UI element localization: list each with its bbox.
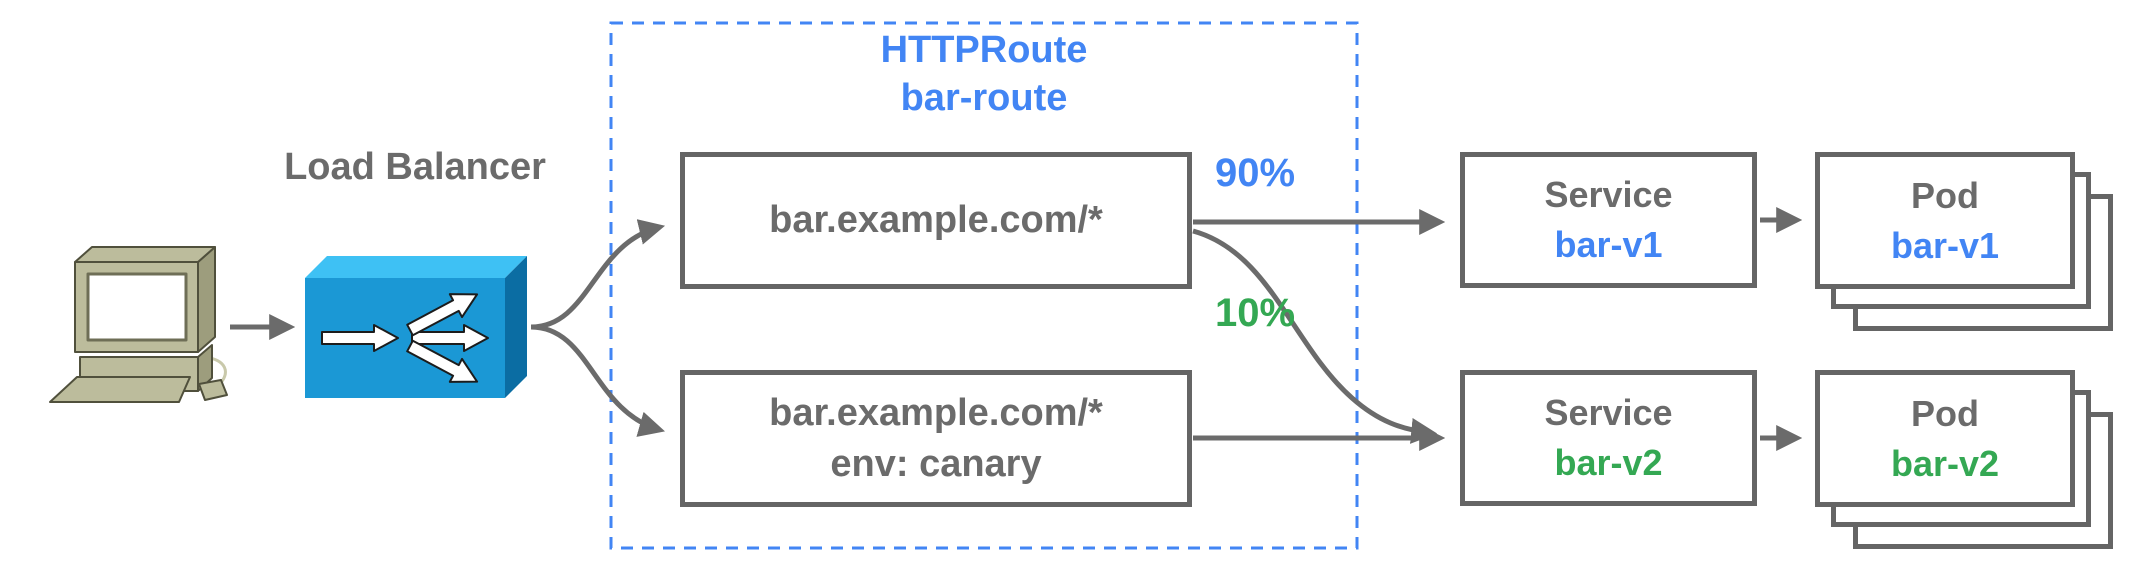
arrow-lb-to-route-2 <box>530 324 666 437</box>
httproute-title-kind: HTTPRoute <box>880 29 1088 71</box>
service-2-name: bar-v2 <box>1554 442 1663 483</box>
service-1-name: bar-v1 <box>1554 224 1663 265</box>
pod-2-name: bar-v2 <box>1890 442 2000 484</box>
pod-2-kind: Pod <box>1911 392 1979 434</box>
service-box-bar-v2: Service bar-v2 <box>1460 370 1757 506</box>
load-balancer-label: Load Balancer <box>284 146 546 188</box>
pod-1-name: bar-v1 <box>1890 224 2000 266</box>
weight-label-90: 90% <box>1214 151 1296 195</box>
pod-1-kind: Pod <box>1911 174 1979 216</box>
service-2-kind: Service <box>1544 392 1673 433</box>
route-match-2-header: env: canary <box>830 442 1042 485</box>
weight-label-10: 10% <box>1214 291 1296 335</box>
service-box-bar-v1: Service bar-v1 <box>1460 152 1757 288</box>
arrow-route1-to-service2-weighted <box>1192 228 1438 444</box>
pod-card-bar-v2: Pod bar-v2 <box>1815 370 2075 507</box>
client-computer-icon <box>49 246 228 403</box>
load-balancer-icon <box>305 256 527 398</box>
httproute-title-name: bar-route <box>900 77 1068 119</box>
arrow-lb-to-route-1 <box>530 219 666 330</box>
pod-card-bar-v1: Pod bar-v1 <box>1815 152 2075 289</box>
httproute-group-boundary <box>609 21 1359 550</box>
route-match-2-host: bar.example.com/* <box>769 391 1103 434</box>
route-match-box-1: bar.example.com/* <box>680 152 1192 289</box>
route-match-box-2: bar.example.com/* env: canary <box>680 370 1192 507</box>
httproute-group-title: HTTPRoute bar-route <box>610 26 1358 122</box>
route-match-1-host: bar.example.com/* <box>769 199 1103 241</box>
service-1-kind: Service <box>1544 174 1673 215</box>
